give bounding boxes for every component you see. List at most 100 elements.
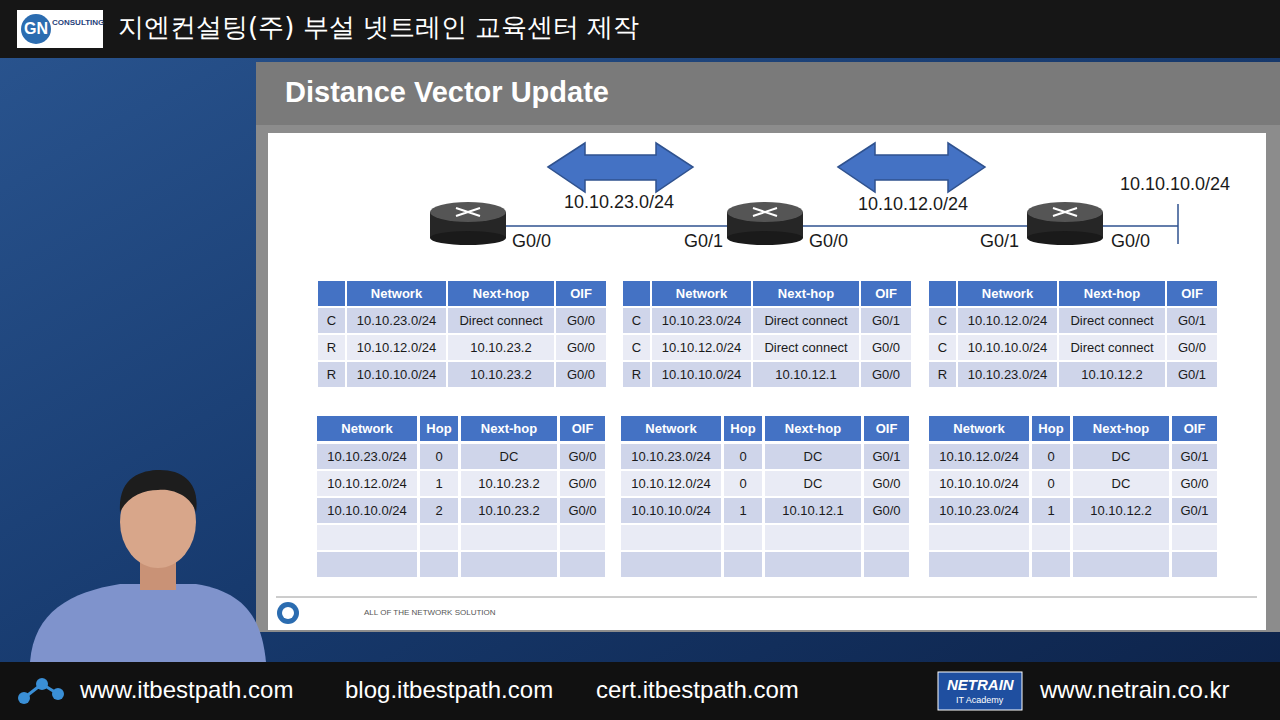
table-value: G0/0 [567,368,595,381]
update-arrow [838,143,985,192]
table-value: 10.10.12.0/24 [662,341,742,354]
column-header: Network [341,422,392,435]
table-value: DC [500,450,519,463]
column-header: OIF [1181,287,1203,300]
table-value: 1 [739,504,746,517]
table-cell: G0/0 [560,498,605,523]
table-cell: 10.10.10.0/24 [958,335,1057,360]
route-code: C [938,314,947,327]
column-header: Next-hop [1093,422,1149,435]
table-value: 10.10.10.0/24 [357,368,437,381]
table-cell [318,281,345,306]
table-cell [1032,552,1070,577]
interface-label: G0/0 [1111,231,1150,252]
column-header: Hop [426,422,451,435]
table-value: 10.10.23.2 [470,368,531,381]
table-value: G0/0 [872,477,900,490]
column-header: OIF [1184,422,1206,435]
logo-letters: GN [24,20,48,38]
table-value: 10.10.10.0/24 [662,368,742,381]
network-label: 10.10.12.0/24 [858,194,968,215]
lan-segment [1177,204,1179,244]
table-cell: Direct connect [1059,308,1165,333]
table-value: 10.10.23.0/24 [327,450,407,463]
table-cell: 10.10.23.0/24 [347,308,446,333]
table-cell [317,552,417,577]
table-value: G0/0 [568,504,596,517]
column-header: Network [953,422,1004,435]
table-cell: OIF [864,416,909,441]
table-cell: 10.10.23.0/24 [317,444,417,469]
router-icon [727,202,803,245]
table-value: 10.10.23.0/24 [662,314,742,327]
table-cell: 10.10.10.0/24 [621,498,721,523]
table-value: 10.10.12.1 [775,368,836,381]
table-cell: G0/0 [560,471,605,496]
table-value: G0/1 [1178,368,1206,381]
table-cell [420,525,458,550]
table-cell: Network [317,416,417,441]
slide-body [268,133,1266,630]
table-cell [1032,525,1070,550]
table-value: G0/0 [1178,341,1206,354]
route-code: C [632,314,641,327]
table-value: 1 [1047,504,1054,517]
interface-label: G0/0 [512,231,551,252]
table-cell: C [623,308,650,333]
network-label: 10.10.23.0/24 [564,192,674,213]
table-cell: 10.10.10.0/24 [929,471,1029,496]
table-cell [560,552,605,577]
table-value: DC [1112,450,1131,463]
network-label: 10.10.10.0/24 [1120,174,1230,195]
route-code: C [632,341,641,354]
table-cell: OIF [1172,416,1217,441]
table-cell: G0/1 [861,308,911,333]
network-icon [18,678,64,704]
table-value: Direct connect [764,314,847,327]
table-value: G0/0 [567,341,595,354]
table-cell: Next-hop [765,416,861,441]
column-header: Network [645,422,696,435]
table-cell: G0/1 [1172,444,1217,469]
column-header: OIF [875,287,897,300]
table-value: DC [804,450,823,463]
table-cell: 1 [1032,498,1070,523]
table-value: G0/0 [567,314,595,327]
table-cell: 10.10.23.2 [461,471,557,496]
table-value: 10.10.23.2 [478,477,539,490]
table-cell: DC [461,444,557,469]
table-cell [929,525,1029,550]
table-value: G0/0 [872,341,900,354]
table-cell: G0/0 [1167,335,1217,360]
site-url: www.itbestpath.com [80,676,293,704]
small-logo [277,602,299,624]
table-cell: 10.10.12.2 [1059,362,1165,387]
table-cell: G0/0 [861,335,911,360]
table-value: 10.10.12.2 [1081,368,1142,381]
table-value: 10.10.10.0/24 [968,341,1048,354]
route-code: R [632,368,641,381]
table-cell: G0/0 [556,362,606,387]
table-cell: OIF [1167,281,1217,306]
column-header: Network [676,287,727,300]
column-header: Next-hop [473,287,529,300]
table-cell [765,552,861,577]
table-cell [621,552,721,577]
table-value: 10.10.10.0/24 [939,477,1019,490]
table-cell [621,525,721,550]
route-code: C [327,314,336,327]
table-cell [317,525,417,550]
table-value: 10.10.12.0/24 [968,314,1048,327]
table-cell: G0/1 [1167,308,1217,333]
table-cell: 10.10.23.2 [461,498,557,523]
table-cell: G0/0 [861,362,911,387]
table-cell: C [623,335,650,360]
table-value: Direct connect [1070,314,1153,327]
link-wire [505,225,728,227]
table-value: 10.10.12.0/24 [631,477,711,490]
table-value: G0/1 [1180,504,1208,517]
table-value: G0/1 [872,450,900,463]
route-code: C [938,341,947,354]
